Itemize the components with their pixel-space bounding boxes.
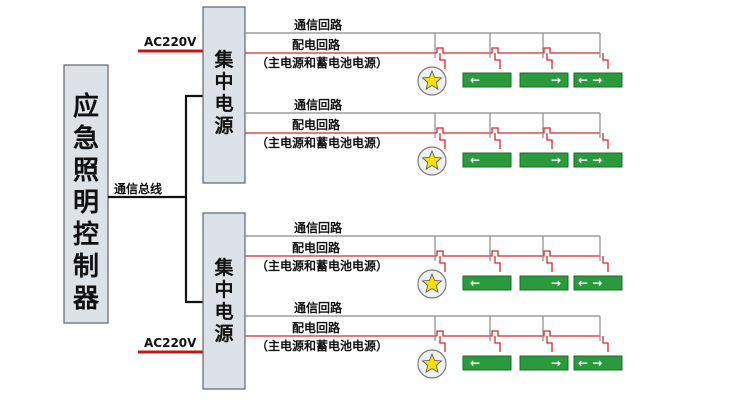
controller-char-0: 应 bbox=[73, 91, 99, 122]
left-arrow-exit-sign-icon: ← bbox=[470, 356, 480, 370]
power-supply-bottom-char-0: 集 bbox=[213, 256, 234, 279]
power-supply-box-bottom: 集 中 电 源 bbox=[202, 212, 246, 390]
exit-sign-right: → bbox=[519, 355, 569, 371]
comm-circuit-label: 通信回路 bbox=[294, 220, 343, 235]
power-source-label: （主电源和蓄电池电源） bbox=[256, 338, 388, 353]
controller-char-5: 制 bbox=[73, 252, 99, 282]
bidirectional-exit-sign-icon: ← → bbox=[578, 153, 602, 167]
power-supply-top-char-0: 集 bbox=[213, 48, 234, 71]
exit-sign-left: ← bbox=[462, 152, 512, 168]
right-arrow-exit-sign-icon: → bbox=[551, 73, 561, 87]
right-arrow-exit-sign-icon: → bbox=[551, 153, 561, 167]
circuit-group-3: 通信回路 配电回路 （主电源和蓄电池电源） ← → ← → bbox=[245, 220, 623, 299]
comm-circuit-label: 通信回路 bbox=[294, 97, 343, 112]
left-arrow-exit-sign-icon: ← bbox=[470, 153, 480, 167]
left-arrow-exit-sign-icon: ← bbox=[470, 276, 480, 290]
power-supply-bottom-char-1: 中 bbox=[214, 278, 233, 301]
ac-input-label-bottom: AC220V bbox=[144, 336, 197, 350]
left-arrow-exit-sign-icon: ← bbox=[470, 73, 480, 87]
ac-input-label-top: AC220V bbox=[144, 35, 197, 49]
right-arrow-exit-sign-icon: → bbox=[551, 356, 561, 370]
exit-sign-left: ← bbox=[462, 355, 512, 371]
controller-box: 应 急 照 明 控 制 器 bbox=[63, 64, 109, 324]
bus-label: 通信总线 bbox=[114, 181, 162, 196]
comm-circuit-label: 通信回路 bbox=[294, 300, 343, 315]
power-source-label: （主电源和蓄电池电源） bbox=[256, 135, 388, 150]
exit-sign-right: → bbox=[519, 275, 569, 291]
exit-sign-right: → bbox=[519, 152, 569, 168]
power-supply-top-char-2: 电 bbox=[214, 92, 233, 115]
ac-input-top: AC220V bbox=[138, 35, 203, 53]
exit-sign-both: ← → bbox=[573, 72, 623, 88]
power-circuit-label: 配电回路 bbox=[292, 240, 341, 255]
power-circuit-label: 配电回路 bbox=[292, 37, 341, 52]
lamp-fixture bbox=[417, 269, 447, 299]
controller-char-6: 器 bbox=[72, 284, 100, 314]
power-circuit-label: 配电回路 bbox=[292, 320, 341, 335]
power-supply-box-top: 集 中 电 源 bbox=[202, 6, 246, 184]
exit-sign-both: ← → bbox=[573, 355, 623, 371]
exit-sign-left: ← bbox=[462, 72, 512, 88]
bidirectional-exit-sign-icon: ← → bbox=[578, 276, 602, 290]
power-supply-bottom-char-2: 电 bbox=[214, 300, 233, 323]
circuit-group-1: 通信回路 配电回路 （主电源和蓄电池电源） ← → ← → bbox=[245, 17, 623, 96]
star-lamp-icon bbox=[421, 272, 443, 293]
communication-bus: 通信总线 bbox=[108, 94, 203, 304]
power-supply-top-char-3: 源 bbox=[214, 114, 233, 137]
circuit-group-2: 通信回路 配电回路 （主电源和蓄电池电源） ← → ← → bbox=[245, 97, 623, 176]
exit-sign-left: ← bbox=[462, 275, 512, 291]
controller-char-2: 照 bbox=[73, 156, 99, 186]
power-circuit-label: 配电回路 bbox=[292, 117, 341, 132]
exit-sign-both: ← → bbox=[573, 152, 623, 168]
bidirectional-exit-sign-icon: ← → bbox=[578, 73, 602, 87]
circuit-group-4: 通信回路 配电回路 （主电源和蓄电池电源） ← → ← → bbox=[245, 300, 623, 379]
star-lamp-icon bbox=[421, 149, 443, 170]
power-supply-bottom-char-3: 源 bbox=[214, 322, 233, 345]
lamp-fixture bbox=[417, 349, 447, 379]
controller-char-3: 明 bbox=[73, 188, 99, 218]
bidirectional-exit-sign-icon: ← → bbox=[578, 356, 602, 370]
star-lamp-icon bbox=[421, 352, 443, 373]
comm-circuit-label: 通信回路 bbox=[294, 17, 343, 32]
right-arrow-exit-sign-icon: → bbox=[551, 276, 561, 290]
power-source-label: （主电源和蓄电池电源） bbox=[256, 258, 388, 273]
lamp-fixture bbox=[417, 146, 447, 176]
star-lamp-icon bbox=[421, 69, 443, 90]
controller-char-4: 控 bbox=[73, 220, 99, 250]
exit-sign-right: → bbox=[519, 72, 569, 88]
exit-sign-both: ← → bbox=[573, 275, 623, 291]
ac-input-bottom: AC220V bbox=[138, 336, 203, 354]
lamp-fixture bbox=[417, 66, 447, 96]
controller-char-1: 急 bbox=[73, 124, 99, 154]
power-supply-top-char-1: 中 bbox=[214, 70, 233, 93]
power-source-label: （主电源和蓄电池电源） bbox=[256, 55, 388, 70]
